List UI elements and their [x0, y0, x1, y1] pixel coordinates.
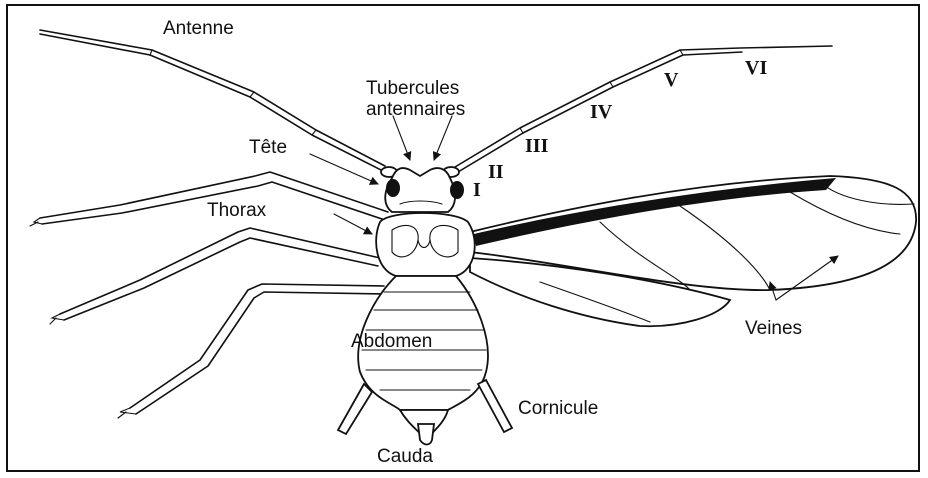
label-tubercules-line2: antennaires: [366, 99, 465, 120]
label-veines: Veines: [745, 318, 802, 339]
abdomen: [358, 276, 488, 445]
segment-label-ii: II: [488, 161, 504, 183]
segment-label-vi: VI: [745, 57, 767, 79]
segment-label-iv: IV: [590, 101, 613, 123]
label-abdomen: Abdomen: [351, 331, 432, 352]
label-antenne: Antenne: [163, 18, 234, 39]
segment-label-iii: III: [525, 135, 549, 157]
label-cornicule: Cornicule: [518, 398, 598, 419]
label-thorax: Thorax: [207, 200, 267, 221]
segment-label-v: V: [664, 69, 679, 91]
label-cauda: Cauda: [377, 446, 433, 467]
right-antenna: [443, 46, 832, 177]
label-tubercules-line1: Tubercules: [366, 78, 459, 99]
thorax: [376, 213, 475, 276]
left-antenna: [40, 30, 397, 177]
wings: [470, 176, 916, 326]
label-tete: Tête: [249, 137, 287, 158]
segment-label-i: I: [473, 179, 481, 201]
